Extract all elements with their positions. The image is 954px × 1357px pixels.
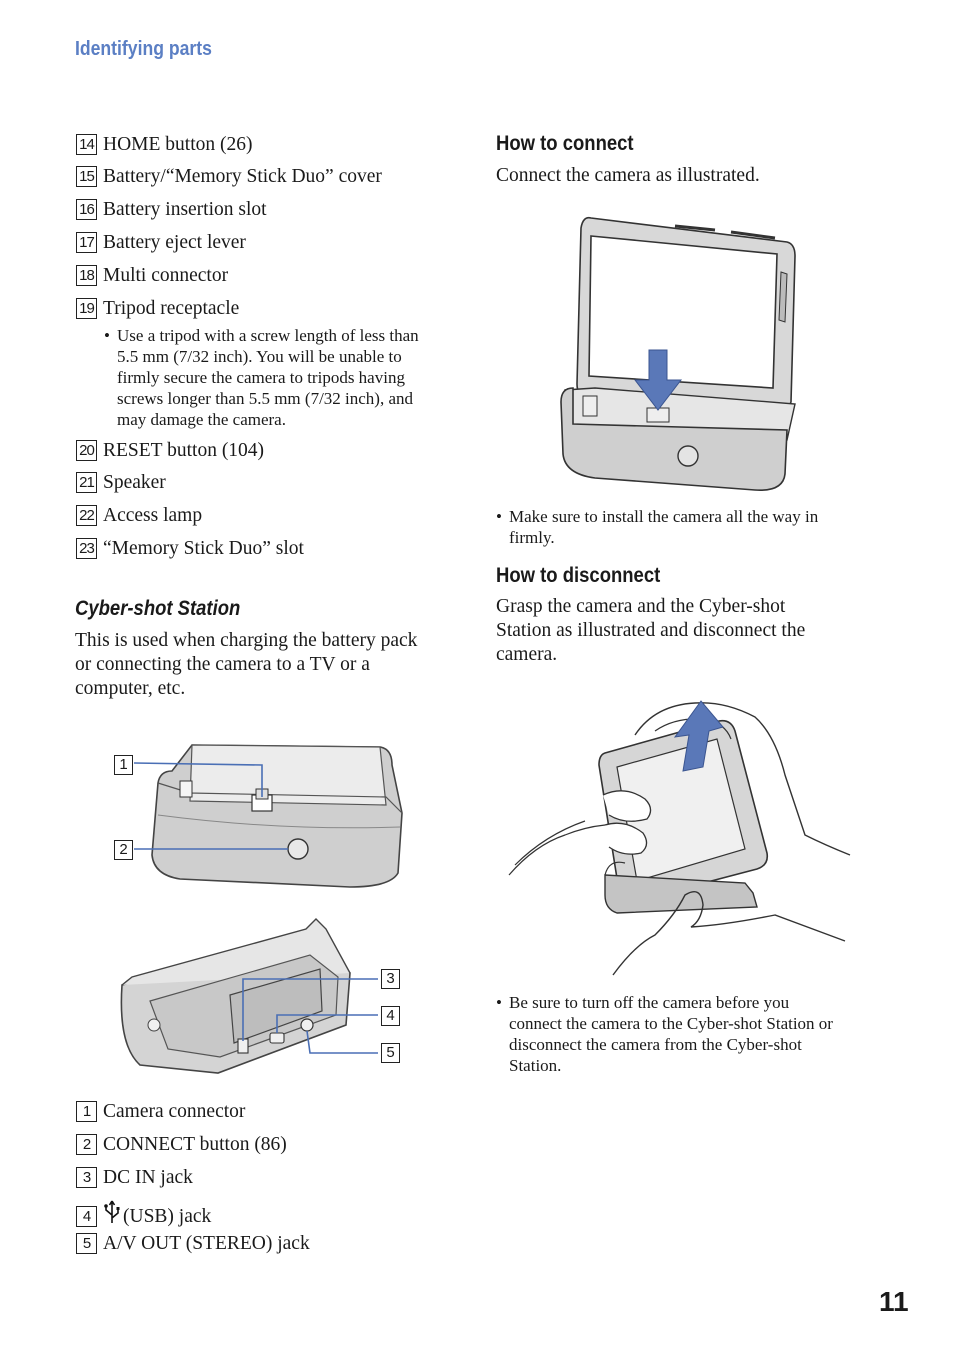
connect-heading: How to connect xyxy=(496,132,634,155)
part-label: Battery/“Memory Stick Duo” cover xyxy=(103,166,382,187)
part-item-23: 23 “Memory Stick Duo” slot xyxy=(76,537,304,561)
section-title: Identifying parts xyxy=(75,38,212,60)
part-label: Battery insertion slot xyxy=(103,199,267,220)
part-label: HOME button (26) xyxy=(103,134,253,155)
station-part-2: 2 CONNECT button (86) xyxy=(76,1133,287,1157)
station-part-3: 3 DC IN jack xyxy=(76,1166,193,1190)
part-label: Tripod receptacle xyxy=(103,298,240,319)
part-label: Camera connector xyxy=(103,1101,246,1122)
bullet: • xyxy=(496,993,502,1012)
part-number-badge: 5 xyxy=(76,1233,97,1254)
connect-illustration xyxy=(560,216,796,491)
part-label: Multi connector xyxy=(103,265,229,286)
up-arrow-icon xyxy=(673,700,724,772)
part-number-badge: 4 xyxy=(76,1206,97,1227)
part-label: “Memory Stick Duo” slot xyxy=(103,538,304,559)
part-number-badge: 22 xyxy=(76,505,97,526)
note-line: 5.5 mm (7/32 inch). You will be unable t… xyxy=(117,347,402,366)
disconnect-text: Grasp the camera and the Cyber-shot Stat… xyxy=(496,595,896,667)
note-line: Station. xyxy=(509,1056,562,1075)
callout-2: 2 xyxy=(114,840,133,860)
part-number-badge: 3 xyxy=(76,1167,97,1188)
station-description: This is used when charging the battery p… xyxy=(75,629,455,701)
part-number-badge: 2 xyxy=(76,1134,97,1155)
down-arrow-icon xyxy=(633,349,683,411)
text-line: Grasp the camera and the Cyber-shot xyxy=(496,596,786,617)
bullet: • xyxy=(496,507,502,526)
connect-text: Connect the camera as illustrated. xyxy=(496,165,760,186)
part-number-badge: 17 xyxy=(76,232,97,253)
part-item-17: 17 Battery eject lever xyxy=(76,231,246,255)
part-item-20: 20 RESET button (104) xyxy=(76,439,264,463)
part-label: RESET button (104) xyxy=(103,440,265,461)
part-label: Speaker xyxy=(103,472,166,493)
part-label: Battery eject lever xyxy=(103,232,246,253)
part-item-21: 21 Speaker xyxy=(76,471,166,495)
part-label: CONNECT button (86) xyxy=(103,1134,287,1155)
connect-note: • Make sure to install the camera all th… xyxy=(496,506,889,548)
part-number-badge: 15 xyxy=(76,166,97,187)
part-number-badge: 18 xyxy=(76,265,97,286)
part-item-19: 19 Tripod receptacle xyxy=(76,297,239,321)
disconnect-note: • Be sure to turn off the camera before … xyxy=(496,992,889,1076)
text-line: Station as illustrated and disconnect th… xyxy=(496,620,806,641)
station-heading: Cyber-shot Station xyxy=(75,597,241,620)
station-rear-illustration xyxy=(120,918,378,1074)
callout-5: 5 xyxy=(381,1043,400,1063)
part-number-badge: 20 xyxy=(76,440,97,461)
part-number-badge: 14 xyxy=(76,134,97,155)
note-line: firmly secure the camera to tripods havi… xyxy=(117,368,405,387)
station-part-1: 1 Camera connector xyxy=(76,1100,245,1124)
part-label: (USB) jack xyxy=(123,1206,212,1227)
part-number-badge: 1 xyxy=(76,1101,97,1122)
station-part-5: 5 A/V OUT (STEREO) jack xyxy=(76,1232,310,1256)
callout-3: 3 xyxy=(381,969,400,989)
part-label: Access lamp xyxy=(103,505,203,526)
note-line: screws longer than 5.5 mm (7/32 inch), a… xyxy=(117,389,414,408)
station-part-4: 4 (USB) jack xyxy=(76,1199,211,1232)
note-line: Use a tripod with a screw length of less… xyxy=(117,326,419,345)
callout-1: 1 xyxy=(114,755,133,775)
note-line: disconnect the camera from the Cyber-sho… xyxy=(509,1035,802,1054)
note-line: Be sure to turn off the camera before yo… xyxy=(509,993,790,1012)
text-line: camera. xyxy=(496,644,558,665)
description-line: or connecting the camera to a TV or a xyxy=(75,654,370,675)
tripod-note: • Use a tripod with a screw length of le… xyxy=(104,325,457,430)
note-line: Make sure to install the camera all the … xyxy=(509,507,819,526)
part-item-14: 14 HOME button (26) xyxy=(76,133,253,157)
disconnect-heading: How to disconnect xyxy=(496,564,661,587)
note-line: firmly. xyxy=(509,528,555,547)
bullet: • xyxy=(104,326,110,345)
part-number-badge: 21 xyxy=(76,472,97,493)
page-number: 11 xyxy=(879,1286,909,1317)
part-number-badge: 23 xyxy=(76,538,97,559)
description-line: computer, etc. xyxy=(75,678,186,699)
part-item-15: 15 Battery/“Memory Stick Duo” cover xyxy=(76,165,382,189)
usb-icon xyxy=(103,1199,121,1232)
part-item-18: 18 Multi connector xyxy=(76,264,228,288)
part-number-badge: 19 xyxy=(76,298,97,319)
disconnect-illustration xyxy=(508,700,851,976)
part-label: A/V OUT (STEREO) jack xyxy=(103,1233,310,1254)
callout-4: 4 xyxy=(381,1006,400,1026)
note-line: may damage the camera. xyxy=(117,410,286,429)
part-item-16: 16 Battery insertion slot xyxy=(76,198,267,222)
description-line: This is used when charging the battery p… xyxy=(75,630,418,651)
station-front-illustration xyxy=(133,744,403,888)
part-item-22: 22 Access lamp xyxy=(76,504,202,528)
note-line: connect the camera to the Cyber-shot Sta… xyxy=(509,1014,833,1033)
part-label: DC IN jack xyxy=(103,1167,193,1188)
part-number-badge: 16 xyxy=(76,199,97,220)
